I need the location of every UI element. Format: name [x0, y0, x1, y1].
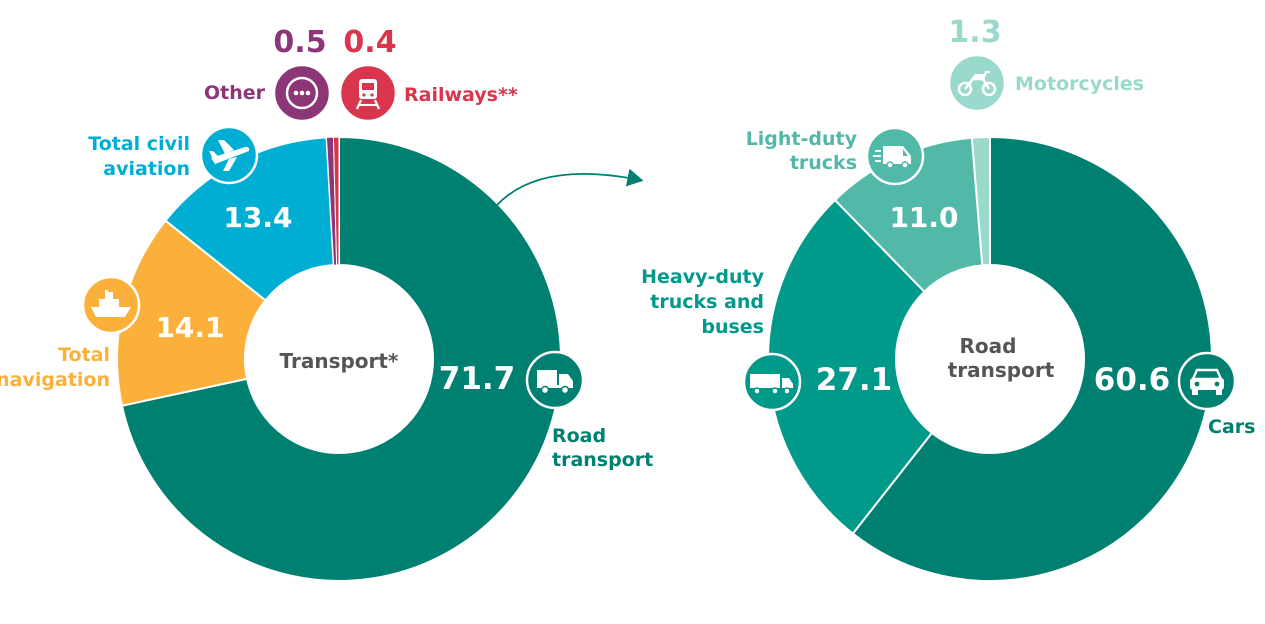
slice-road-transport — [120, 135, 562, 582]
label-motorcycles: Motorcycles — [1015, 73, 1144, 95]
drilldown-arrow — [496, 168, 644, 206]
value-total-navigation: 14.1 — [155, 311, 224, 344]
car-icon — [1177, 351, 1237, 411]
center-label-transport: Transport* — [280, 349, 399, 373]
slice-railways — [332, 136, 340, 266]
ship-icon — [81, 275, 141, 335]
slice-cars — [851, 135, 1213, 582]
value-railways: 0.4 — [343, 25, 396, 60]
slice-motorcycles — [970, 135, 991, 267]
label-cars: Cars — [1208, 416, 1255, 438]
label-other: Other — [204, 82, 266, 104]
value-motorcycles: 1.3 — [948, 15, 1001, 50]
van-icon — [865, 126, 925, 186]
slice-total-civil-aviation — [164, 136, 335, 302]
motorcycle-icon — [947, 53, 1007, 113]
lorry-icon — [742, 352, 802, 412]
slice-total-navigation — [116, 219, 267, 407]
value-light-duty-trucks: 11.0 — [889, 201, 958, 234]
slice-heavy-duty-trucks-and-buses — [767, 198, 934, 535]
airplane-icon — [199, 125, 259, 185]
more-icon — [272, 63, 332, 123]
value-road-transport: 71.7 — [439, 361, 516, 397]
value-heavy-duty-trucks-and-buses: 27.1 — [816, 362, 893, 398]
donut-transport: Transport* — [116, 135, 562, 582]
value-total-civil-aviation: 13.4 — [223, 201, 292, 234]
truck-icon — [525, 350, 585, 410]
value-cars: 60.6 — [1094, 362, 1171, 398]
label-railways: Railways** — [404, 84, 518, 106]
value-other: 0.5 — [273, 25, 326, 60]
train-icon — [338, 63, 398, 123]
